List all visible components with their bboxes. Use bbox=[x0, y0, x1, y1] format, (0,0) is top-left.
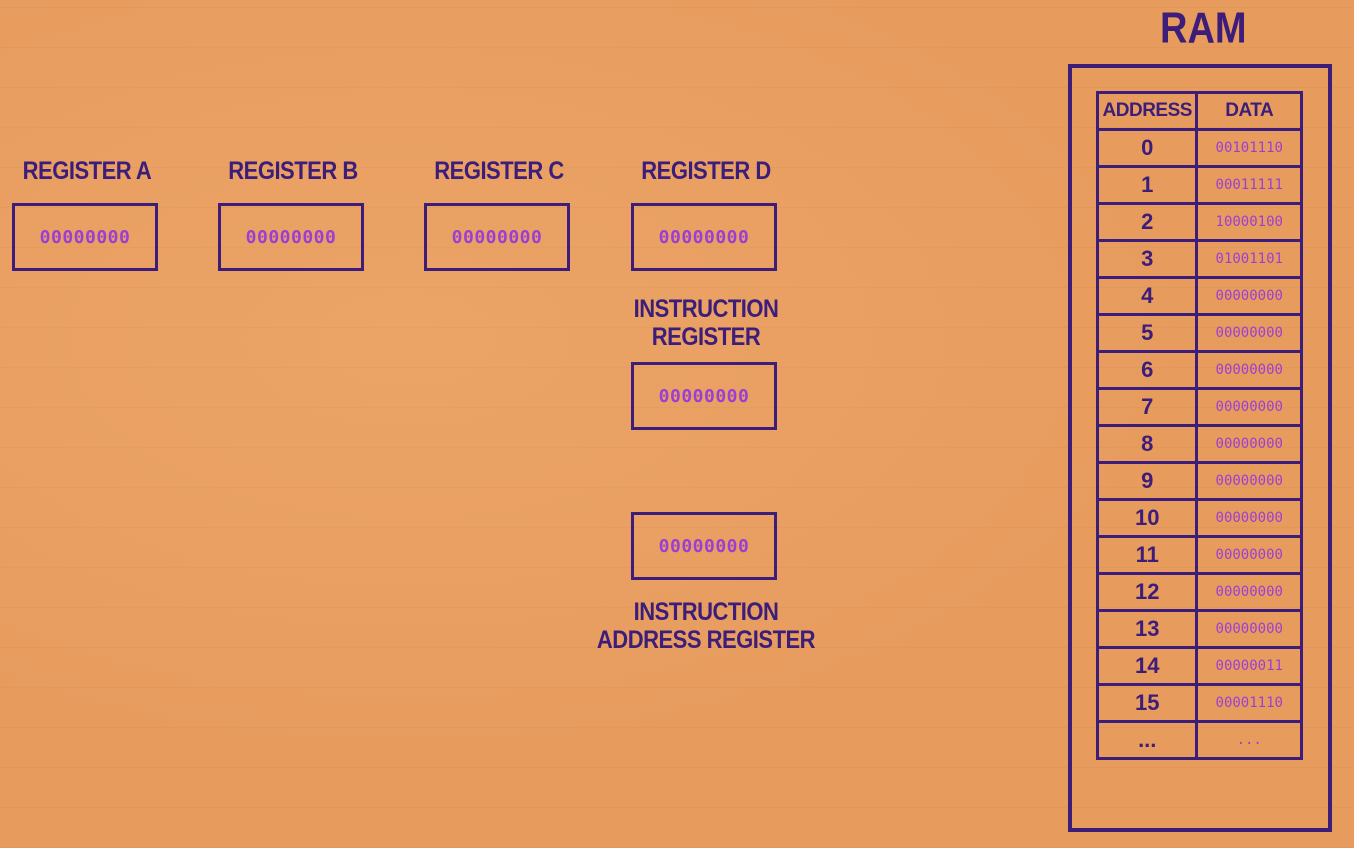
register-c-box: 00000000 bbox=[424, 203, 570, 271]
register-c-value: 00000000 bbox=[451, 226, 543, 248]
register-d-value: 00000000 bbox=[658, 226, 750, 248]
ram-address-cell: 4 bbox=[1095, 276, 1199, 316]
instruction-address-register-value: 00000000 bbox=[658, 535, 750, 557]
instruction-address-register-label-line2: ADDRESS REGISTER bbox=[596, 625, 816, 654]
ram-data-cell: 00000000 bbox=[1195, 609, 1303, 649]
ram-address-cell: 11 bbox=[1095, 535, 1199, 575]
ram-title: RAM bbox=[1160, 4, 1247, 54]
register-d-label: REGISTER D bbox=[641, 156, 771, 185]
register-b-box: 00000000 bbox=[218, 203, 364, 271]
ram-address-cell: ... bbox=[1095, 720, 1199, 760]
instruction-address-register-box: 00000000 bbox=[631, 512, 777, 580]
ram-address-cell: 14 bbox=[1095, 646, 1199, 686]
ram-data-cell: 00000000 bbox=[1195, 572, 1303, 612]
register-c-label: REGISTER C bbox=[434, 156, 564, 185]
instruction-address-register-label-line1: INSTRUCTION bbox=[633, 597, 779, 626]
ram-address-cell: 12 bbox=[1095, 572, 1199, 612]
ram-data-cell: 00011111 bbox=[1195, 165, 1303, 205]
register-d-box: 00000000 bbox=[631, 203, 777, 271]
ram-address-cell: 5 bbox=[1095, 313, 1199, 353]
ram-data-cell: 00000000 bbox=[1195, 461, 1303, 501]
register-a-value: 00000000 bbox=[39, 226, 131, 248]
instruction-register-value: 00000000 bbox=[658, 385, 750, 407]
register-a-label: REGISTER A bbox=[22, 156, 152, 185]
ram-address-cell: 0 bbox=[1095, 128, 1199, 168]
ram-data-cell: 00000000 bbox=[1195, 387, 1303, 427]
ram-data-cell: 00000000 bbox=[1195, 350, 1303, 390]
ram-address-cell: 9 bbox=[1095, 461, 1199, 501]
ram-data-header: DATA bbox=[1195, 91, 1303, 131]
ram-address-cell: 7 bbox=[1095, 387, 1199, 427]
ram-data-cell: 00001110 bbox=[1195, 683, 1303, 723]
ram-address-header: ADDRESS bbox=[1095, 91, 1199, 131]
ram-address-cell: 10 bbox=[1095, 498, 1199, 538]
ram-data-cell: 01001101 bbox=[1195, 239, 1303, 279]
ram-data-cell: 00000011 bbox=[1195, 646, 1303, 686]
ram-data-cell: 00000000 bbox=[1195, 498, 1303, 538]
ram-address-cell: 2 bbox=[1095, 202, 1199, 242]
ram-address-cell: 8 bbox=[1095, 424, 1199, 464]
ram-data-cell: 00000000 bbox=[1195, 424, 1303, 464]
ram-data-cell: 10000100 bbox=[1195, 202, 1303, 242]
ram-data-cell: 00000000 bbox=[1195, 313, 1303, 353]
register-a-box: 00000000 bbox=[12, 203, 158, 271]
ram-address-cell: 6 bbox=[1095, 350, 1199, 390]
ram-address-cell: 3 bbox=[1095, 239, 1199, 279]
ram-data-cell: 00000000 bbox=[1195, 535, 1303, 575]
register-b-label: REGISTER B bbox=[228, 156, 358, 185]
ram-address-cell: 15 bbox=[1095, 683, 1199, 723]
ram-data-cell: ... bbox=[1195, 720, 1303, 760]
ram-header-row: ADDRESS DATA bbox=[1095, 91, 1303, 131]
ram-address-cell: 13 bbox=[1095, 609, 1199, 649]
ram-address-cell: 1 bbox=[1095, 165, 1199, 205]
ram-data-cell: 00000000 bbox=[1195, 276, 1303, 316]
instruction-register-label-line1: INSTRUCTION bbox=[633, 294, 779, 323]
ram-row: ...... bbox=[1095, 720, 1303, 760]
instruction-register-box: 00000000 bbox=[631, 362, 777, 430]
register-b-value: 00000000 bbox=[245, 226, 337, 248]
instruction-register-label-line2: REGISTER bbox=[651, 322, 761, 351]
ram-frame bbox=[1068, 64, 1332, 832]
ram-data-cell: 00101110 bbox=[1195, 128, 1303, 168]
